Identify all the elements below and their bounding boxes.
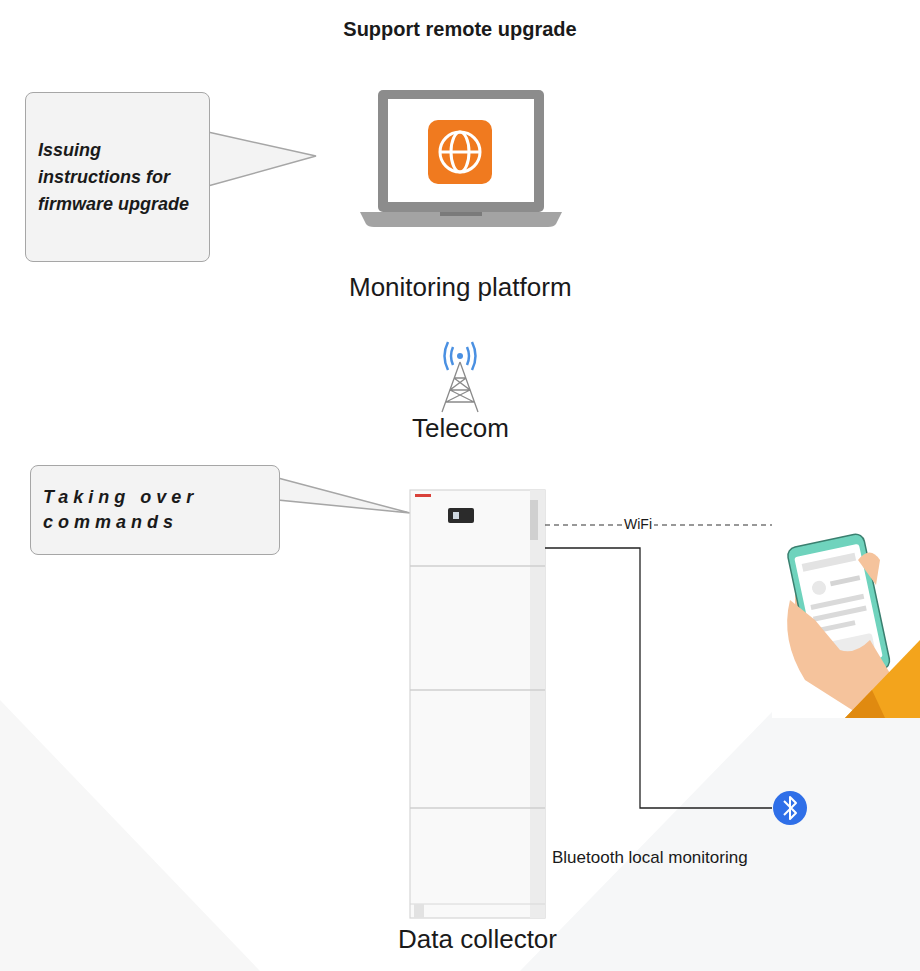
bluetooth-icon: [773, 791, 807, 825]
platform-label: Monitoring platform: [349, 272, 572, 303]
diagram-title: Support remote upgrade: [0, 18, 920, 41]
node-text: Taking over commands: [43, 485, 267, 535]
connector-line: [545, 548, 772, 808]
data-collector: Data collector: [410, 490, 545, 918]
telecom-label: Telecom: [412, 413, 509, 444]
callout-bubble: Taking over commands: [30, 465, 280, 555]
phone-hand: [772, 500, 920, 718]
callout-bubble: Issuing instructions for firmware upgrad…: [25, 92, 210, 262]
node-text: Monitoring platform: [349, 272, 572, 303]
bluetooth-node: Bluetooth local monitoring: [772, 790, 808, 826]
laptop-icon: [360, 90, 562, 227]
callout-pointer: [278, 478, 410, 513]
telecom-tower: [442, 342, 478, 412]
wifi-link: [545, 524, 772, 525]
link-label: WiFi: [622, 516, 654, 532]
background-band: [0, 700, 260, 971]
node-text: Data collector: [398, 924, 557, 955]
battery-device: [410, 490, 545, 918]
node-text: Telecom: [412, 413, 509, 444]
callout-pointer: [208, 132, 316, 186]
node-text: Issuing instructions for firmware upgrad…: [38, 137, 197, 218]
node-text: Bluetooth local monitoring: [552, 848, 748, 868]
